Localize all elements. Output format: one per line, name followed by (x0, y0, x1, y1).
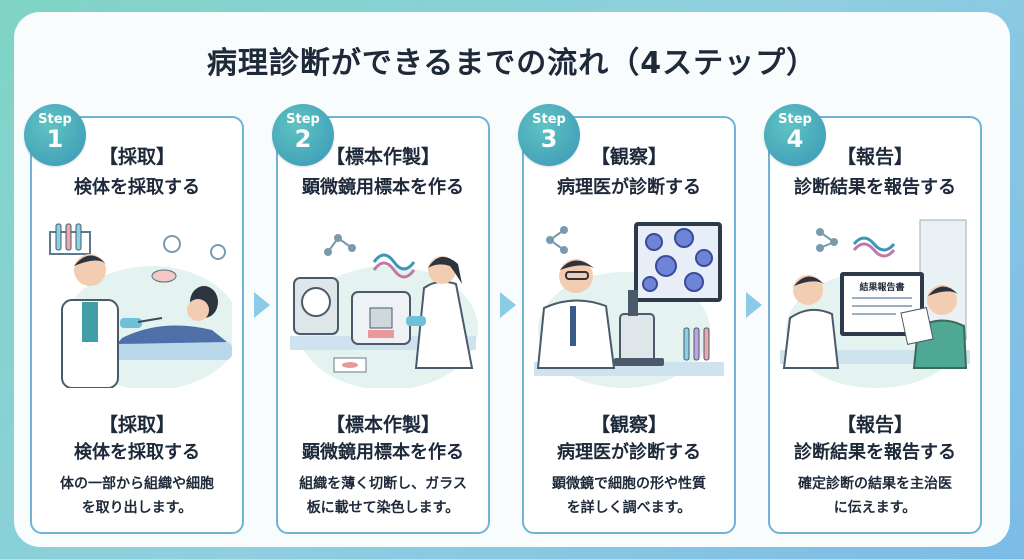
step-4-badge-number: 4 (786, 125, 804, 153)
step-1-label: 【採取】 (98, 414, 175, 436)
step-2-header-subtitle: 顕微鏡用標本を作る (302, 177, 464, 198)
step-4-desc-line-1: 確定診断の結果を主治医 (798, 476, 952, 492)
step-3-badge-label: Step (532, 112, 566, 127)
step-3-header-subtitle: 病理医が診断する (557, 177, 701, 198)
step-1-badge-label: Step (38, 112, 72, 127)
step-1-description: 体の一部から組織や細胞 を取り出します。 (32, 472, 242, 520)
arrow-right-icon (746, 292, 762, 318)
step-1-badge: Step 1 (24, 104, 86, 166)
step-2-subtitle: 顕微鏡用標本を作る (302, 442, 464, 463)
step-3-badge: Step 3 (518, 104, 580, 166)
step-4-label: 【報告】 (836, 414, 913, 436)
step-2-desc-line-2: 板に載せて染色します。 (306, 500, 460, 516)
step-3-description: 顕微鏡で細胞の形や性質 を詳しく調べます。 (524, 472, 734, 520)
step-1-header-label: 【採取】 (98, 146, 175, 168)
step-2-badge: Step 2 (272, 104, 334, 166)
step-4-description: 確定診断の結果を主治医 に伝えます。 (770, 472, 980, 520)
step-4-header-label: 【報告】 (836, 146, 913, 168)
step-3-subtitle: 病理医が診断する (557, 442, 701, 463)
step-2-description: 組織を薄く切断し、ガラス 板に載せて染色します。 (278, 472, 488, 520)
step-2-badge-label: Step (286, 112, 320, 127)
step-2-label: 【標本作製】 (325, 414, 440, 436)
step-card-3: 【観察】 病理医が診断する 【観察】 病理医が診断する 顕微鏡で細胞の形や性質 … (522, 116, 736, 534)
report-delivery-illustration: 結果報告書 (780, 219, 970, 388)
step-2-header-label: 【標本作製】 (325, 146, 440, 168)
step-3-desc-line-1: 顕微鏡で細胞の形や性質 (552, 476, 706, 492)
step-3-badge-number: 3 (540, 125, 558, 153)
arrow-right-icon (500, 292, 516, 318)
step-1-badge-number: 1 (46, 125, 64, 153)
step-2-badge-number: 2 (294, 125, 312, 153)
report-title-text: 結果報告書 (859, 281, 904, 293)
step-2-desc-line-1: 組織を薄く切断し、ガラス (299, 476, 467, 492)
doctor-patient-biopsy-illustration (49, 223, 232, 388)
page-title: 病理診断ができるまでの流れ（4ステップ） (206, 46, 818, 81)
step-4-header-subtitle: 診断結果を報告する (794, 177, 956, 198)
arrow-right-icon (254, 292, 270, 318)
step-1-desc-line-2: を取り出します。 (81, 500, 193, 516)
step-card-4: 【報告】 診断結果を報告する 結果報告書 【報告】 診断結果を報告する 確定診断… (768, 116, 982, 534)
step-4-badge: Step 4 (764, 104, 826, 166)
step-3-desc-line-2: を詳しく調べます。 (566, 500, 692, 516)
step-4-badge-label: Step (778, 112, 812, 127)
step-3-header-label: 【観察】 (590, 146, 667, 168)
step-1-header-subtitle: 検体を採取する (74, 177, 200, 198)
step-4-desc-line-2: に伝えます。 (833, 500, 917, 516)
lab-microtome-illustration (290, 234, 478, 388)
step-1-desc-line-1: 体の一部から組織や細胞 (60, 476, 214, 492)
step-card-2: 【標本作製】 顕微鏡用標本を作る 【標本作製】 顕微鏡用標本を作る 組織を薄く切… (276, 116, 490, 534)
step-4-subtitle: 診断結果を報告する (794, 442, 956, 463)
step-3-label: 【観察】 (590, 414, 667, 436)
step-1-subtitle: 検体を採取する (74, 442, 200, 463)
pathologist-microscope-illustration (534, 222, 724, 388)
step-card-1: 【採取】 検体を採取する 【採取】 検体を採取する 体の一部から組織や細胞 を取… (30, 116, 244, 534)
